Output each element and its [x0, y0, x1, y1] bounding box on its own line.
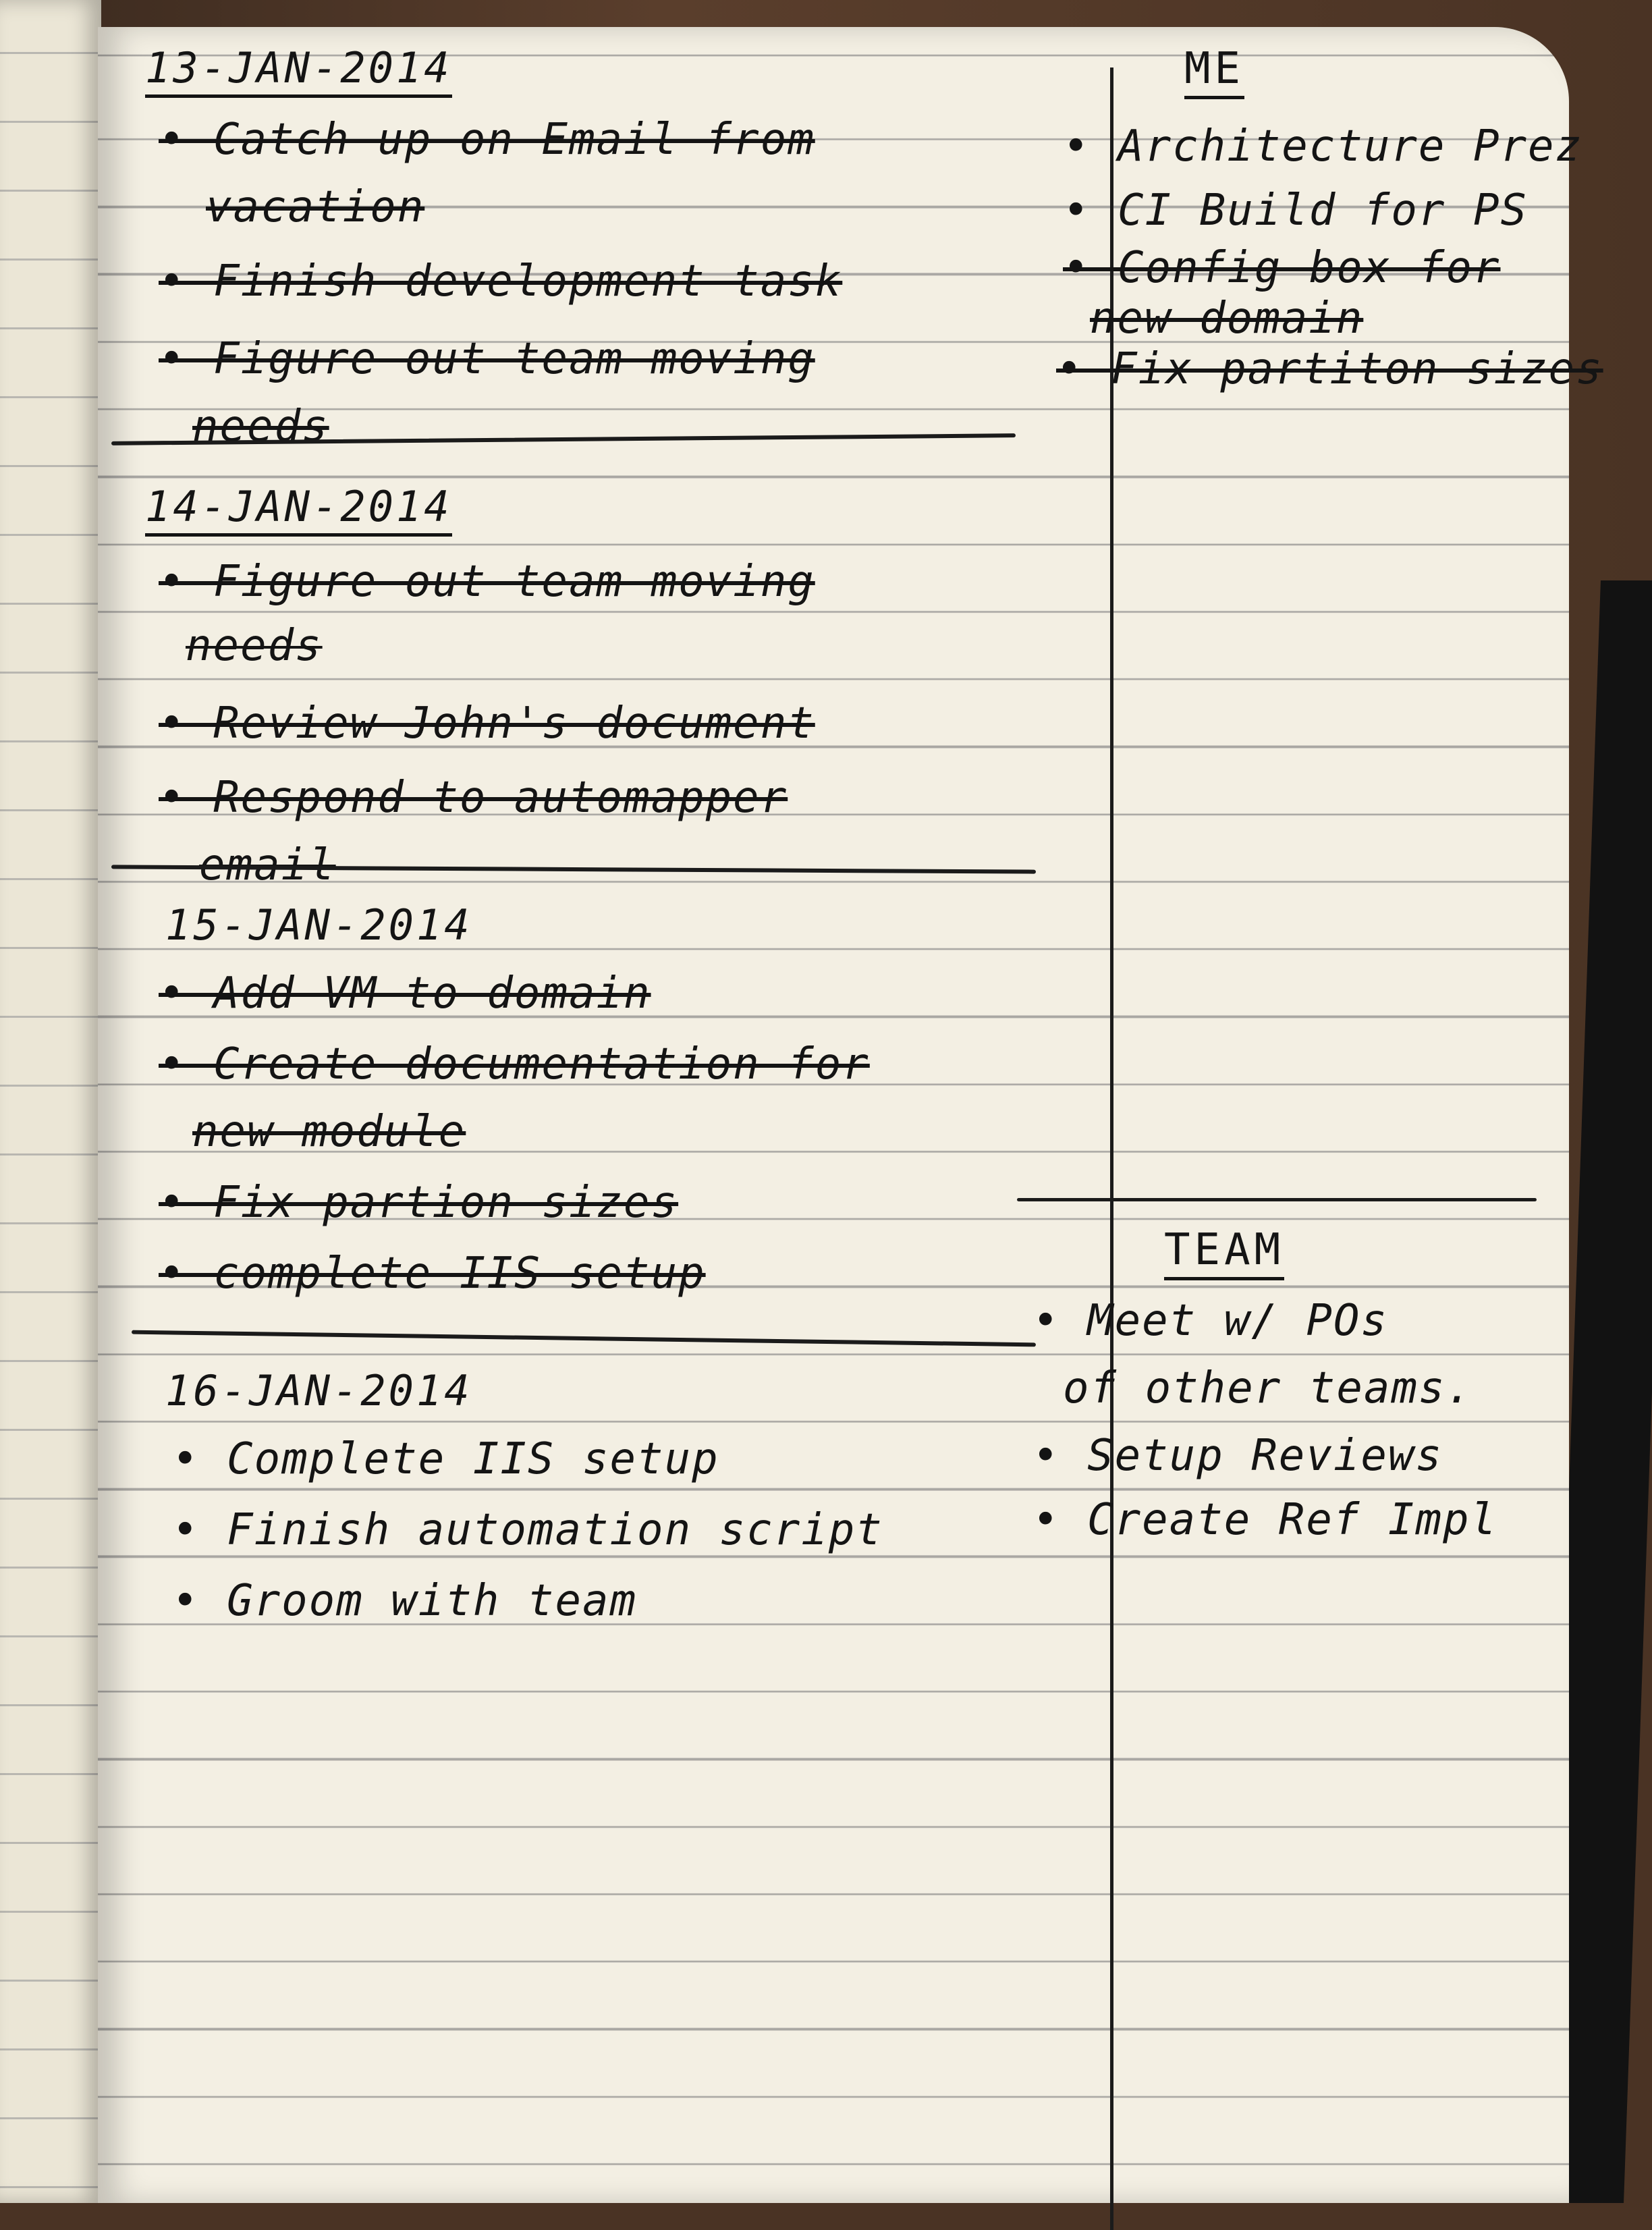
- me-item: • Config box for: [1063, 243, 1501, 293]
- notebook-page: 13-JAN-2014 • Catch up on Email from vac…: [98, 27, 1602, 2230]
- task-item: • Groom with team: [172, 1576, 638, 1626]
- task-item-continued: needs: [186, 621, 323, 671]
- task-item-continued: new module: [192, 1107, 466, 1157]
- team-item-continued: of other teams.: [1063, 1363, 1473, 1413]
- column-divider: [1110, 67, 1113, 2230]
- left-notebook-page: [0, 0, 101, 2203]
- team-item: • Create Ref Impl: [1032, 1495, 1498, 1545]
- task-item: • Create documentation for: [159, 1039, 870, 1089]
- date-heading-13-jan: 13-JAN-2014: [145, 47, 452, 98]
- date-heading-16-jan: 16-JAN-2014: [165, 1366, 472, 1415]
- task-item: • Fix partion sizes: [159, 1178, 679, 1228]
- task-item: • Finish automation script: [172, 1505, 883, 1555]
- me-heading: ME: [1184, 47, 1245, 99]
- task-item: • Add VM to domain: [159, 969, 651, 1018]
- task-item: • Review John's document: [159, 699, 815, 749]
- me-item: • Fix partiton sizes: [1056, 344, 1603, 394]
- column-section-separator: [1017, 1198, 1537, 1201]
- me-item: • CI Build for PS: [1063, 186, 1529, 236]
- task-item: • Figure out team moving: [159, 557, 815, 607]
- date-heading-15-jan: 15-JAN-2014: [165, 900, 472, 950]
- day-separator: [132, 1330, 1036, 1347]
- team-item: • Setup Reviews: [1032, 1431, 1443, 1481]
- task-item: • Catch up on Email from: [159, 115, 815, 165]
- task-item-continued: vacation: [206, 182, 425, 232]
- me-item-continued: new domain: [1090, 294, 1364, 344]
- task-item: • Finish development task: [159, 256, 843, 306]
- task-item: • Complete IIS setup: [172, 1434, 719, 1484]
- team-item: • Meet w/ POs: [1032, 1296, 1388, 1346]
- date-heading-14-jan: 14-JAN-2014: [145, 486, 452, 537]
- task-item: • complete IIS setup: [159, 1249, 706, 1299]
- task-item: • Respond to automapper: [159, 773, 788, 823]
- me-item: • Architecture Prez: [1063, 121, 1583, 171]
- team-heading: TEAM: [1164, 1228, 1285, 1280]
- task-item: • Figure out team moving: [159, 334, 815, 384]
